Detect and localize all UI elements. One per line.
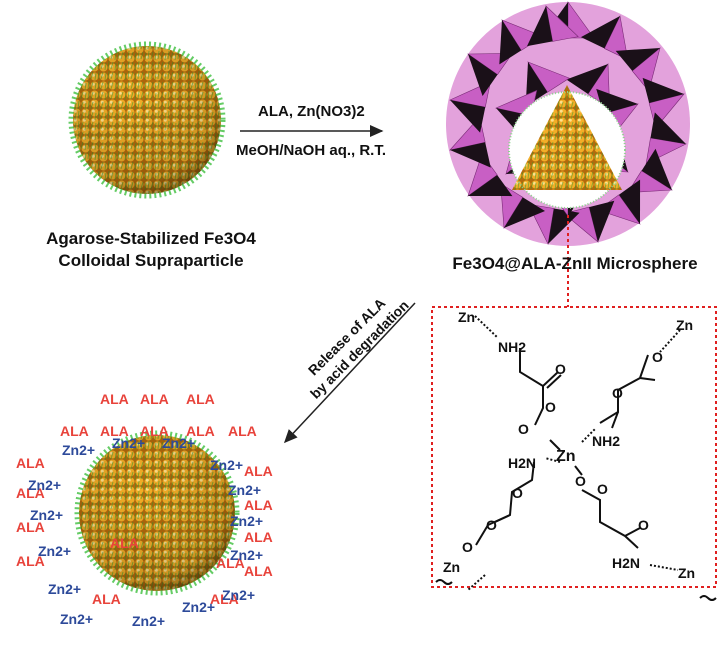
h2n-bottom-right: H2N [612,555,640,571]
shell-face-dark [504,197,546,228]
zn-ion-label: Zn2+ [62,442,95,458]
ala-label: ALA [140,423,169,439]
o-top-right: O [652,349,663,365]
ala-label: ALA [92,591,121,607]
ala-label: ALA [100,423,129,439]
shell-face-dark [596,88,638,114]
zn-ion-label: Zn2+ [30,507,63,523]
supraparticle-caption: Agarose-Stabilized Fe3O4 Colloidal Supra… [6,228,296,272]
zn-ion-label: Zn2+ [210,457,243,473]
shell-face-dark [618,179,641,224]
o-bottom-left-carbonyl: O [486,517,497,533]
supraparticle-bottom [74,430,240,596]
shell-face-dark [527,6,553,47]
microsphere-core [508,85,626,209]
o-lower: O [575,473,586,489]
o-lower-carbonyl: O [597,481,608,497]
microsphere-caption: Fe3O4@ALA-ZnII Microsphere [452,254,698,273]
ala-label: ALA [110,535,139,551]
ala-label: ALA [244,563,273,579]
shell-face-dark [650,112,686,144]
zn-ion-label: Zn2+ [230,513,263,529]
o-ketone-left: O [512,485,523,501]
ala-label: ALA [210,591,239,607]
zn-ion-label: Zn2+ [182,599,215,615]
zn-top-right: Zn [676,317,693,333]
zn-top-left: Zn [458,309,475,325]
structure-frame [431,306,717,588]
zn-ion-label: Zn2+ [132,613,165,629]
supraparticle-top [68,41,226,199]
zn-ion-label: Zn2+ [48,581,81,597]
zn-ion-label: Zn2+ [162,435,195,451]
shell-face-dark [580,16,620,49]
shell-face-dark [589,200,615,242]
ala-label: ALA [140,391,169,407]
coordination-structure [435,315,717,601]
supraparticle-caption-line1: Agarose-Stabilized Fe3O4 [46,229,256,248]
zn-ion-label: Zn2+ [28,477,61,493]
o-ketone-right: O [638,517,649,533]
shell-face-dark [468,54,498,96]
shell-face-dark [450,100,486,133]
o-carbonyl-1: O [555,361,566,377]
ala-label: ALA [244,529,273,545]
ala-label: ALA [186,423,215,439]
structure-labels: Zn NH2 Zn O O O O O NH2 Zn H2N O O O O O… [443,309,695,581]
zn-ion-label: Zn2+ [228,482,261,498]
ala-label: ALA [228,423,257,439]
ala-label: ALA [244,497,273,513]
o-bottom-left: O [462,539,473,555]
zn-bottom-left: Zn [443,559,460,575]
shell-face-dark [548,208,580,244]
zn-ion-label: Zn2+ [222,587,255,603]
microsphere [446,1,690,246]
zn-center: Zn [556,448,576,465]
ala-label: ALA [60,423,89,439]
o-carbonyl-2: O [612,385,623,401]
shell-face-dark [642,77,684,104]
ala-label: ALA [16,553,45,569]
reaction-reagents: ALA, Zn(NO3)2 [258,103,365,120]
nh2-top-left: NH2 [498,339,526,355]
ala-label: ALA [100,391,129,407]
zn-ion-label: Zn2+ [112,435,145,451]
release-arrow [283,302,416,444]
ala-label: ALA [16,519,45,535]
zn-ion-label: Zn2+ [38,543,71,559]
o-left-ester: O [518,421,529,437]
reaction-conditions: MeOH/NaOH aq., R.T. [236,142,387,159]
shell-face-dark [615,48,660,71]
h2n-center-left: H2N [508,455,536,471]
ala-label: ALA [216,555,245,571]
shell-face-dark [641,148,672,190]
shell-face-dark [450,142,491,168]
supraparticle-caption-line2: Colloidal Supraparticle [58,251,244,270]
nh2-center-right: NH2 [592,433,620,449]
zn-ion-label: Zn2+ [60,611,93,627]
ala-label: ALA [16,485,45,501]
zn-bottom-right: Zn [678,565,695,581]
shell-face-dark [499,20,522,65]
o-upper-left: O [545,399,556,415]
ala-label: ALA [16,455,45,471]
shell-face-dark [566,64,608,94]
shell-face-dark [468,174,513,197]
ala-label: ALA [244,463,273,479]
ala-label: ALA [186,391,215,407]
shell-face-light [527,61,571,93]
zn-ion-label: Zn2+ [230,547,263,563]
